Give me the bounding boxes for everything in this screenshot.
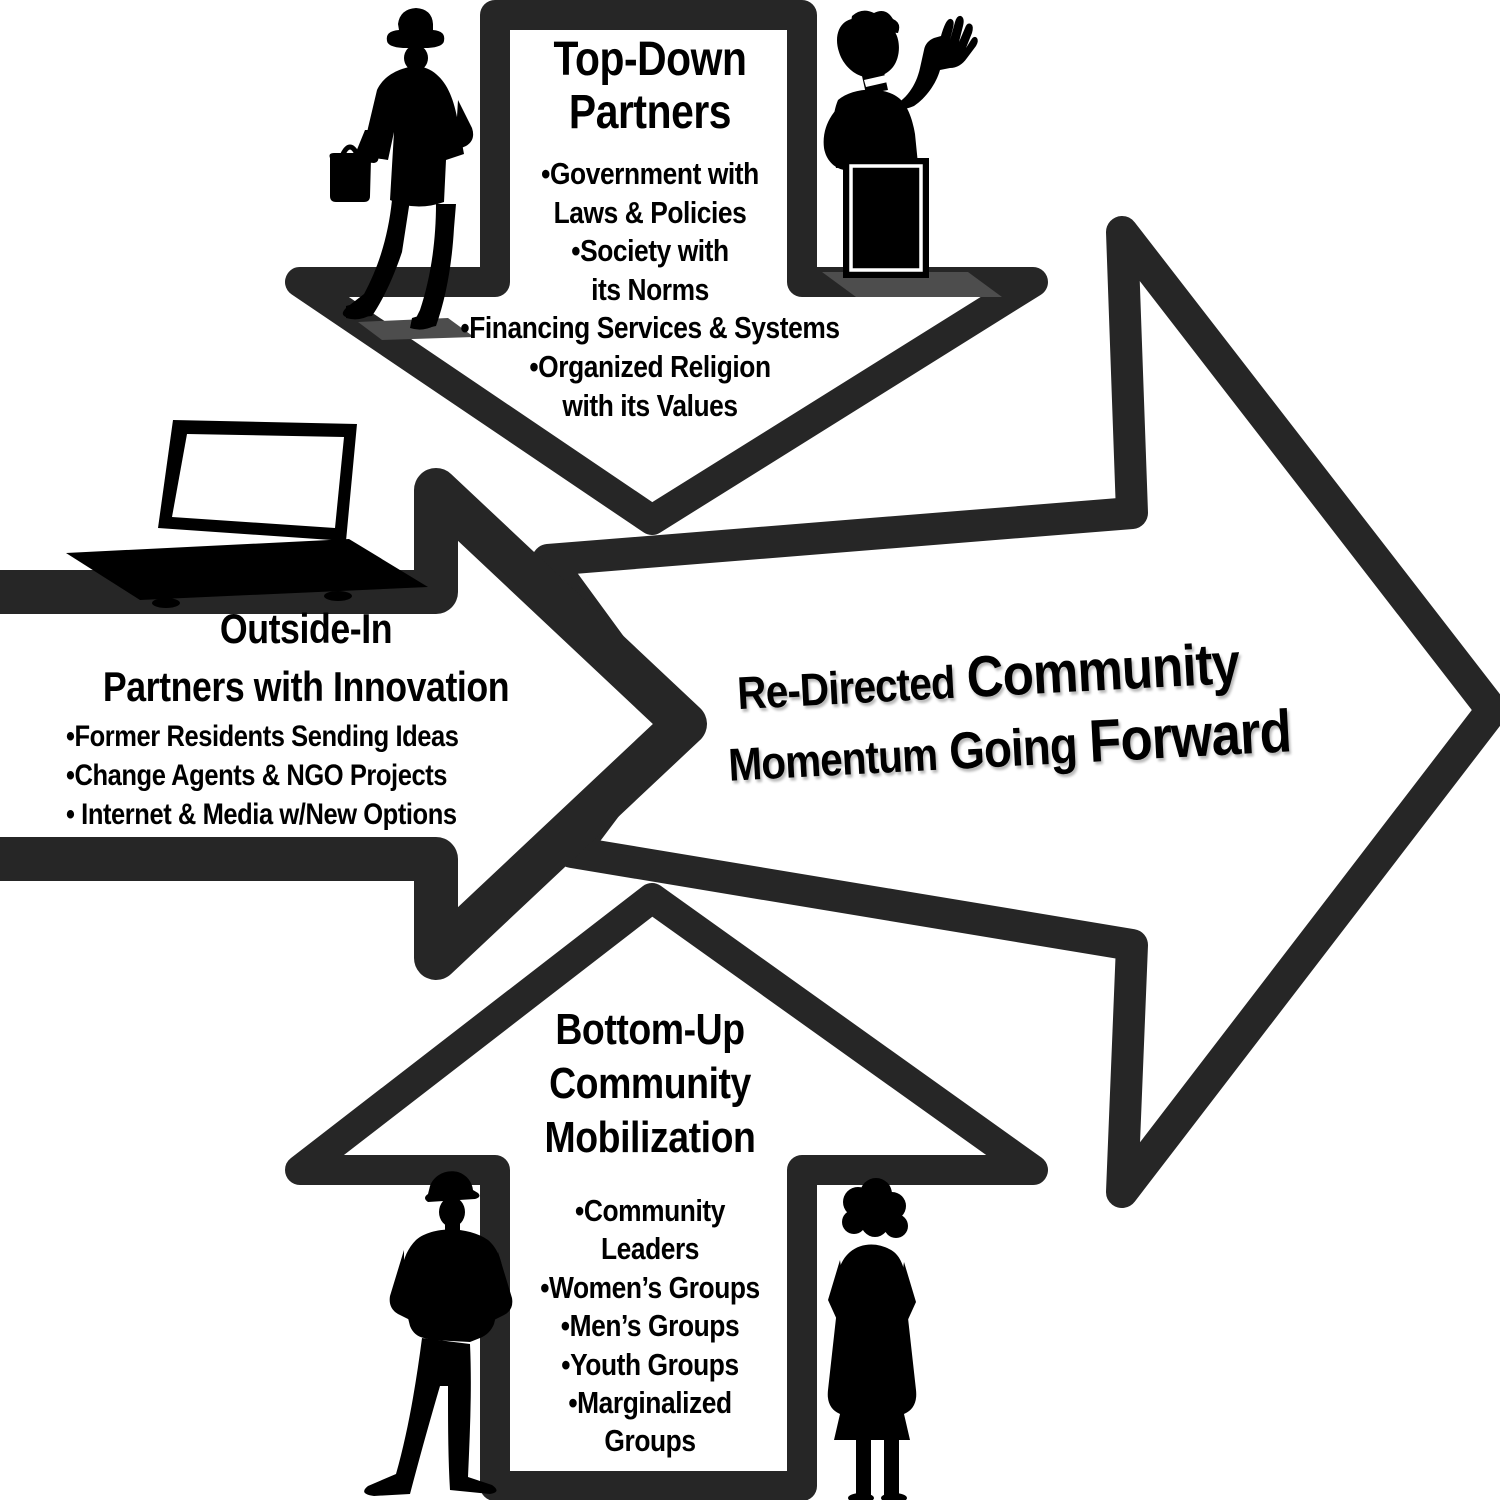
bottom-arrow-bullet: •Youth Groups bbox=[561, 1346, 739, 1382]
top-arrow-bullet: •Financing Services & Systems bbox=[460, 310, 840, 346]
left-arrow-bullet: •Change Agents & NGO Projects bbox=[66, 759, 448, 792]
laptop-base bbox=[66, 539, 428, 600]
main-label-word: Forward bbox=[1087, 697, 1293, 775]
top-arrow-bullet: its Norms bbox=[591, 271, 709, 307]
top-down-arrow-shape bbox=[285, 0, 1048, 535]
left-arrow-bullets: •Former Residents Sending Ideas •Change … bbox=[66, 717, 459, 834]
cap bbox=[425, 1171, 480, 1202]
dress bbox=[827, 1244, 917, 1440]
top-arrow-bullet: •Organized Religion bbox=[529, 348, 771, 384]
main-label-word: Community bbox=[964, 630, 1241, 711]
top-arrow-label: Top-Down Partners •Government with Laws … bbox=[395, 33, 905, 425]
podium-shadow bbox=[822, 272, 1002, 297]
top-arrow-bullet: •Society with bbox=[571, 233, 729, 269]
businessman-silhouette bbox=[329, 8, 474, 340]
speaker-raised-arm bbox=[890, 15, 978, 110]
podium bbox=[843, 158, 929, 278]
bottom-arrow-bullet: •Community bbox=[575, 1193, 725, 1228]
left-arrow-title-line: Partners with Innovation bbox=[102, 663, 510, 710]
casual-man-silhouette bbox=[364, 1171, 513, 1496]
top-arrow-bullet: •Government with bbox=[541, 156, 759, 191]
laptop-screen bbox=[172, 434, 344, 528]
left-arrow-bullet: •Former Residents Sending Ideas bbox=[66, 720, 459, 753]
left-arrow-title-line: Outside-In bbox=[219, 605, 393, 652]
bottom-arrow-bullet: •Men’s Groups bbox=[560, 1308, 740, 1344]
bottom-arrow-title-line: Mobilization bbox=[544, 1113, 756, 1162]
top-arrow-title-line: Top-Down bbox=[553, 33, 747, 86]
standing-woman-silhouette bbox=[827, 1178, 917, 1500]
bottom-arrow-label: Bottom-Up Community Mobilization •Commun… bbox=[438, 1003, 863, 1461]
podium-speaker-silhouette bbox=[822, 10, 1002, 297]
top-arrow-bullet: Laws & Policies bbox=[553, 194, 747, 230]
bottom-up-arrow-shape bbox=[285, 883, 1048, 1500]
laptop-icon bbox=[66, 420, 428, 608]
speaker-torso bbox=[832, 89, 918, 168]
bottom-arrow-title-line: Bottom-Up bbox=[555, 1005, 745, 1054]
main-label-word: Re-Directed bbox=[735, 655, 956, 720]
left-arrow-bullet: • Internet & Media w/New Options bbox=[66, 798, 457, 831]
top-arrow-title-line: Partners bbox=[568, 86, 732, 139]
speaker-hair bbox=[837, 17, 899, 78]
bottom-arrow-bullet: Groups bbox=[604, 1423, 696, 1459]
main-label-word: Momentum bbox=[727, 727, 939, 791]
bottom-arrow-bullet: •Women’s Groups bbox=[540, 1269, 760, 1305]
bottom-arrow-bullet: Leaders bbox=[600, 1231, 700, 1267]
left-arrow-label: Outside-In Partners with Innovation bbox=[68, 600, 544, 716]
top-arrow-bullet: with its Values bbox=[562, 387, 738, 423]
bottom-arrow-bullet: •Marginalized bbox=[568, 1385, 732, 1421]
bottom-arrow-title-line: Community bbox=[549, 1059, 751, 1108]
main-label-word: Going bbox=[947, 716, 1079, 782]
